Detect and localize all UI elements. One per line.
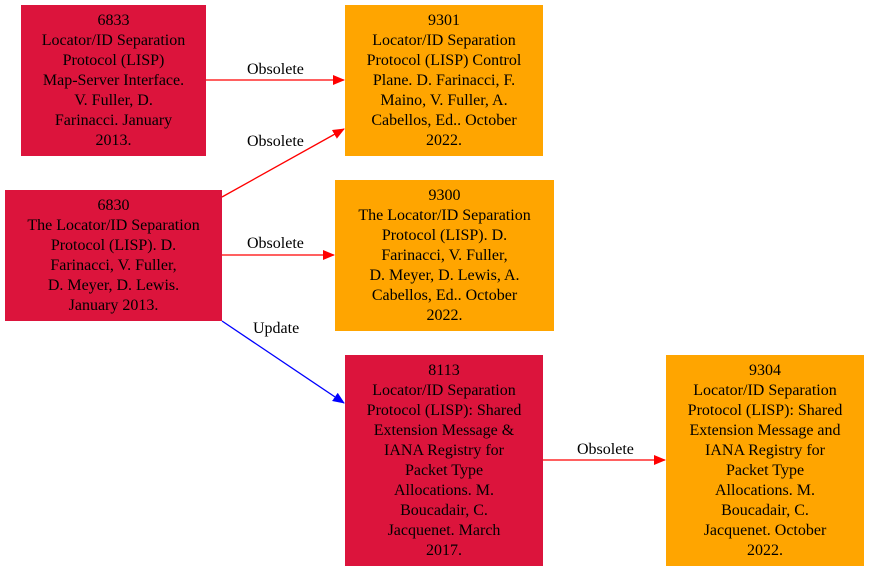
rfc-line: January 2013. (68, 296, 159, 314)
rfc-line: Locator/ID Separation (372, 381, 516, 399)
rfc-9300-node[interactable]: 9300 The Locator/ID Separation Protocol … (335, 180, 554, 331)
rfc-line: Locator/ID Separation (372, 31, 516, 49)
edge-6830-9301 (221, 128, 345, 198)
rfc-line: The Locator/ID Separation (358, 206, 531, 224)
rfc-number: 9301 (428, 11, 460, 29)
rfc-9304-node[interactable]: 9304 Locator/ID Separation Protocol (LIS… (666, 355, 864, 566)
rfc-line: Locator/ID Separation (693, 381, 837, 399)
rfc-line: 2013. (95, 131, 132, 149)
rfc-line: Protocol (LISP) Control (366, 51, 522, 69)
edge-label-8113-9304: Obsolete (577, 441, 634, 458)
rfc-line: Farinacci, V. Fuller, (50, 256, 177, 274)
rfc-line: Jacquenet. October (703, 521, 827, 539)
rfc-line: The Locator/ID Separation (27, 216, 200, 234)
rfc-line: D. Meyer, D. Lewis, A. (369, 266, 520, 284)
rfc-line: V. Fuller, D. (74, 91, 153, 109)
rfc-line: Extension Message and (689, 421, 841, 439)
rfc-line: Farinacci, V. Fuller, (381, 246, 508, 264)
rfc-6830-node[interactable]: 6830 The Locator/ID Separation Protocol … (5, 190, 222, 321)
rfc-line: Packet Type (725, 461, 805, 479)
rfc-line: Boucadair, C. (721, 501, 809, 519)
rfc-line: Cabellos, Ed.. October (371, 286, 518, 304)
edge-label-6830-8113: Update (253, 320, 300, 337)
edge-6830-8113 (221, 320, 345, 404)
rfc-line: Protocol (LISP): Shared (366, 401, 522, 419)
rfc-line: Allocations. M. (394, 481, 494, 499)
rfc-line: Boucadair, C. (400, 501, 488, 519)
rfc-line: Map-Server Interface. (42, 71, 185, 89)
rfc-line: IANA Registry for (384, 441, 504, 459)
rfc-line: 2022. (747, 541, 783, 559)
rfc-line: Jacquenet. March (387, 521, 501, 539)
rfc-line: Protocol (LISP). D. (50, 236, 177, 254)
rfc-line: Cabellos, Ed.. October (371, 111, 517, 129)
rfc-line: 2022. (426, 131, 462, 149)
edge-label-6830-9300: Obsolete (247, 235, 304, 252)
rfc-line: Plane. D. Farinacci, F. (372, 71, 516, 89)
rfc-line: 2017. (426, 541, 462, 559)
rfc-line: Farinacci. January (54, 111, 173, 129)
rfc-8113-node[interactable]: 8113 Locator/ID Separation Protocol (LIS… (345, 355, 543, 566)
rfc-number: 6830 (97, 196, 130, 214)
rfc-line: IANA Registry for (705, 441, 825, 459)
rfc-line: Protocol (LISP). D. (381, 226, 508, 244)
rfc-number: 9304 (749, 361, 781, 379)
rfc-line: 2022. (426, 306, 463, 324)
rfc-line: Extension Message & (373, 421, 515, 439)
rfc-number: 8113 (428, 361, 460, 379)
rfc-line: Protocol (LISP) (62, 51, 165, 69)
rfc-line: D. Meyer, D. Lewis. (47, 276, 180, 294)
edge-label-6830-9301: Obsolete (247, 133, 304, 150)
rfc-line: Protocol (LISP): Shared (687, 401, 843, 419)
rfc-6833-node[interactable]: 6833 Locator/ID Separation Protocol (LIS… (21, 5, 206, 156)
rfc-line: Maino, V. Fuller, A. (380, 91, 508, 109)
rfc-9301-node[interactable]: 9301 Locator/ID Separation Protocol (LIS… (345, 5, 543, 156)
rfc-number: 9300 (428, 186, 461, 204)
rfc-number: 6833 (97, 11, 130, 29)
rfc-line: Locator/ID Separation (41, 31, 186, 49)
edge-label-6833-9301: Obsolete (247, 61, 304, 78)
rfc-line: Packet Type (404, 461, 484, 479)
rfc-line: Allocations. M. (715, 481, 815, 499)
